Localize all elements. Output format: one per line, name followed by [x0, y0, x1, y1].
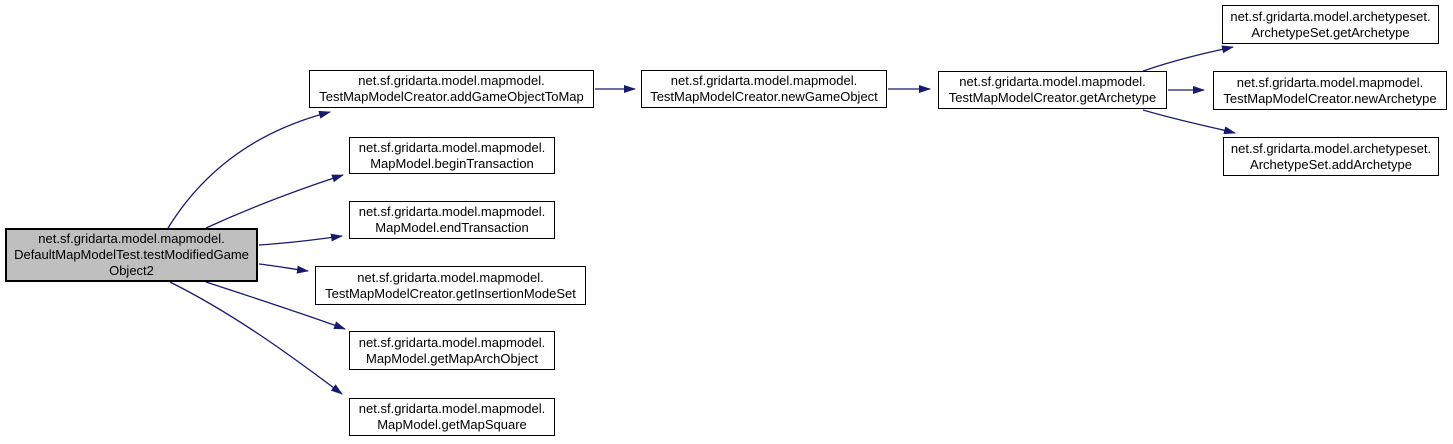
edge-getArchetype-archetypeSetGetArchetype — [1142, 45, 1234, 72]
edge-testModifiedGameObject2-endTransaction — [258, 233, 343, 246]
node-label-line: net.sf.gridarta.model.mapmodel. — [1236, 74, 1424, 90]
graph-node-beginTransaction[interactable]: net.sf.gridarta.model.mapmodel. MapModel… — [349, 137, 555, 174]
node-label-line: net.sf.gridarta.model.archetypeset. — [1230, 140, 1432, 156]
graph-node-getInsertionModeSet[interactable]: net.sf.gridarta.model.mapmodel. TestMapM… — [315, 266, 586, 305]
node-label-line: net.sf.gridarta.model.mapmodel. — [358, 73, 545, 88]
edge-testModifiedGameObject2-beginTransaction — [205, 174, 344, 229]
node-label-line: net.sf.gridarta.model.mapmodel. — [38, 231, 225, 246]
graph-node-newGameObject[interactable]: net.sf.gridarta.model.mapmodel. TestMapM… — [641, 70, 887, 108]
node-label-line: net.sf.gridarta.model.mapmodel. — [959, 74, 1146, 89]
node-label-line: MapModel.beginTransaction — [370, 155, 534, 171]
node-label-line: net.sf.gridarta.model.mapmodel. — [357, 269, 544, 285]
graph-node-archetypeSetAddArchetype[interactable]: net.sf.gridarta.model.archetypeset. Arch… — [1223, 137, 1439, 176]
graph-node-newArchetype[interactable]: net.sf.gridarta.model.mapmodel. TestMapM… — [1213, 71, 1447, 110]
graph-node-getMapSquare[interactable]: net.sf.gridarta.model.mapmodel. MapModel… — [349, 398, 555, 436]
graph-node-getMapArchObject[interactable]: net.sf.gridarta.model.mapmodel. MapModel… — [349, 331, 555, 370]
graph-node-archetypeSetGetArchetype[interactable]: net.sf.gridarta.model.archetypeset. Arch… — [1222, 5, 1439, 44]
node-label-line: MapModel.getMapArchObject — [366, 350, 538, 366]
node-label-line: MapModel.getMapSquare — [377, 417, 527, 432]
edge-testModifiedGameObject2-getMapSquare — [169, 281, 343, 395]
edge-getArchetype-archetypeSetAddArchetype — [1142, 109, 1236, 135]
graph-node-getArchetype[interactable]: net.sf.gridarta.model.mapmodel. TestMapM… — [938, 71, 1167, 109]
edge-testModifiedGameObject2-getMapArchObject — [205, 281, 346, 330]
edge-testModifiedGameObject2-addGameObjectToMap — [167, 110, 331, 229]
node-label-line: Object2 — [109, 263, 154, 278]
graph-node-addGameObjectToMap[interactable]: net.sf.gridarta.model.mapmodel. TestMapM… — [309, 70, 594, 108]
graph-node-testModifiedGameObject2: net.sf.gridarta.model.mapmodel. DefaultM… — [5, 228, 258, 282]
node-label-line: MapModel.endTransaction — [375, 220, 529, 235]
node-label-line: TestMapModelCreator.addGameObjectToMap — [319, 89, 584, 104]
node-label-line: TestMapModelCreator.newGameObject — [650, 89, 878, 104]
node-label-line: TestMapModelCreator.newArchetype — [1223, 90, 1437, 106]
node-label-line: net.sf.gridarta.model.archetypeset. — [1230, 8, 1431, 24]
node-label-line: net.sf.gridarta.model.mapmodel. — [358, 204, 546, 219]
node-label-line: ArchetypeSet.getArchetype — [1251, 24, 1410, 40]
node-label-line: TestMapModelCreator.getInsertionModeSet — [325, 285, 576, 301]
graph-node-endTransaction[interactable]: net.sf.gridarta.model.mapmodel. MapModel… — [349, 201, 555, 239]
node-label-line: net.sf.gridarta.model.mapmodel. — [358, 334, 546, 350]
node-label-line: net.sf.gridarta.model.mapmodel. — [358, 139, 546, 155]
node-label-line: ArchetypeSet.addArchetype — [1250, 156, 1412, 172]
edge-testModifiedGameObject2-getInsertionModeSet — [258, 263, 309, 274]
node-label-line: TestMapModelCreator.getArchetype — [948, 90, 1157, 105]
node-label-line: net.sf.gridarta.model.mapmodel. — [670, 73, 858, 88]
node-label-line: DefaultMapModelTest.testModifiedGame — [14, 247, 249, 262]
node-label-line: net.sf.gridarta.model.mapmodel. — [358, 401, 546, 416]
